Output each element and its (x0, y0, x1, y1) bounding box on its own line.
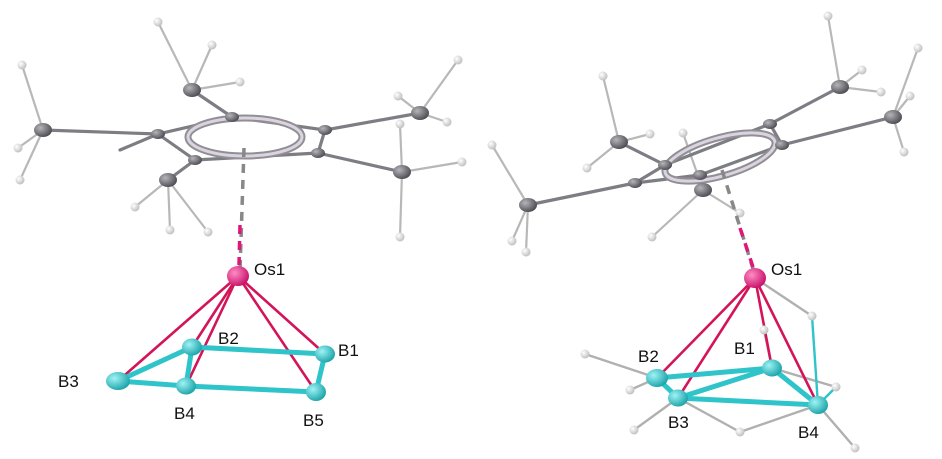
right-carbon-atoms (519, 80, 902, 212)
left-centroid-dash (238, 147, 246, 271)
left-ch-bonds (16, 20, 464, 239)
right-cc-bonds (526, 85, 895, 207)
right-cp-ligand (487, 11, 923, 257)
left-os1-atom (227, 266, 249, 286)
left-carbon-atoms (34, 83, 429, 187)
left-boron-atoms (106, 338, 335, 401)
left-b1-label: B1 (338, 341, 359, 360)
left-cp-ligand (13, 17, 467, 242)
right-os1-label: Os1 (771, 260, 802, 279)
right-boron-hydrogens (580, 311, 860, 453)
right-ch-bonds (490, 14, 920, 254)
right-structure: Os1 B1 B2 B3 B4 (487, 11, 923, 453)
left-hydrogen-atoms (13, 17, 467, 242)
left-b4-label: B4 (174, 404, 195, 423)
left-b3-label: B3 (58, 372, 79, 391)
left-b5-label: B5 (303, 411, 324, 430)
right-centroid-dash (720, 169, 757, 276)
right-b1-label: B1 (734, 339, 755, 358)
right-b3-label: B3 (668, 413, 689, 432)
left-os1-label: Os1 (254, 260, 285, 279)
right-b4-label: B4 (798, 423, 819, 442)
left-cc-bonds (41, 88, 422, 182)
right-hydrogen-atoms (487, 11, 923, 257)
right-boron-atoms (646, 359, 828, 414)
right-b2-label: B2 (638, 347, 659, 366)
left-structure: Os1 B1 B2 B3 B4 B5 (13, 17, 467, 430)
right-os1-atom (744, 268, 766, 288)
left-b2-label: B2 (218, 329, 239, 348)
right-os-b-bonds (655, 276, 820, 407)
left-os-b-bonds (116, 274, 327, 394)
